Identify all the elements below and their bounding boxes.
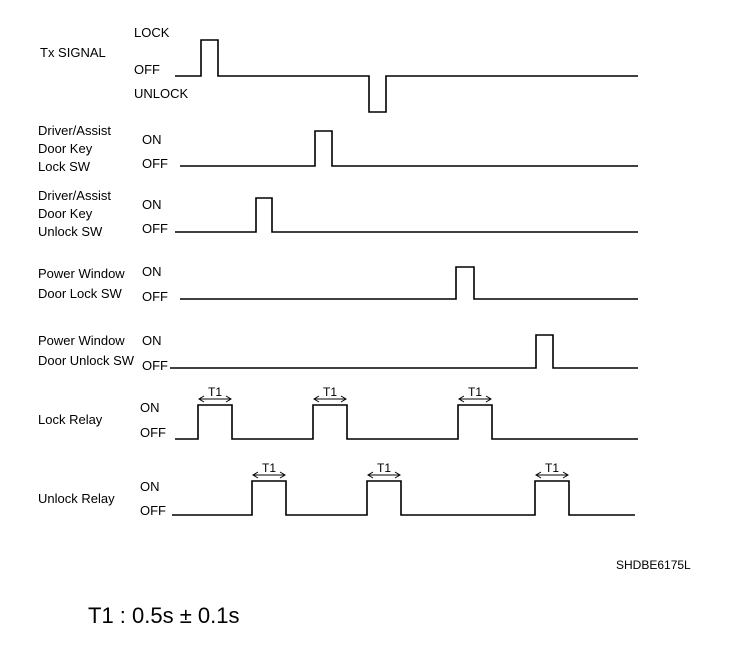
- state-label-high: ON: [142, 132, 162, 147]
- signal-label: Door Key: [38, 206, 93, 221]
- waveform: [172, 480, 635, 516]
- figure-code: SHDBE6175L: [616, 558, 691, 572]
- state-label-high: LOCK: [134, 25, 170, 40]
- signal-row: Unlock Relay ON OFF T1 T1 T1: [38, 461, 635, 518]
- state-label-high: ON: [142, 333, 162, 348]
- duration-label: T1: [468, 385, 482, 399]
- signal-label: Driver/Assist: [38, 188, 111, 203]
- waveform: [175, 404, 638, 440]
- duration-label: T1: [323, 385, 337, 399]
- duration-label: T1: [208, 385, 222, 399]
- duration-marker: T1: [198, 385, 232, 403]
- duration-label: T1: [262, 461, 276, 475]
- signal-label: Door Key: [38, 141, 93, 156]
- state-label-high: ON: [140, 479, 160, 494]
- waveform: [170, 334, 638, 369]
- waveform: [175, 197, 638, 233]
- signal-label: Unlock SW: [38, 224, 103, 239]
- duration-marker: T1: [535, 461, 569, 479]
- signal-label: Driver/Assist: [38, 123, 111, 138]
- state-label-base: OFF: [142, 289, 168, 304]
- state-label-high: ON: [140, 400, 160, 415]
- duration-label: T1: [545, 461, 559, 475]
- duration-marker: T1: [458, 385, 492, 403]
- waveform: [180, 266, 638, 300]
- signal-row: Lock Relay ON OFF T1 T1 T1: [38, 385, 638, 440]
- state-label-base: OFF: [134, 62, 160, 77]
- duration-marker: T1: [252, 461, 286, 479]
- signal-row: Tx SIGNAL LOCK OFF UNLOCK: [40, 25, 638, 113]
- signal-label: Door Lock SW: [38, 286, 123, 301]
- duration-label: T1: [377, 461, 391, 475]
- state-label-base: OFF: [140, 425, 166, 440]
- signal-label: Power Window: [38, 333, 125, 348]
- state-label-base: OFF: [140, 503, 166, 518]
- signal-label: Lock Relay: [38, 412, 103, 427]
- signal-label: Unlock Relay: [38, 491, 115, 506]
- state-label-base: OFF: [142, 156, 168, 171]
- state-label-base: OFF: [142, 221, 168, 236]
- duration-marker: T1: [367, 461, 401, 479]
- signal-label: Lock SW: [38, 159, 91, 174]
- timing-formula: T1 : 0.5s ± 0.1s: [88, 603, 239, 628]
- waveform: [175, 39, 638, 113]
- state-label-base: OFF: [142, 358, 168, 373]
- signal-label: Power Window: [38, 266, 125, 281]
- signal-label: Tx SIGNAL: [40, 45, 106, 60]
- state-label-high: ON: [142, 197, 162, 212]
- duration-marker: T1: [313, 385, 347, 403]
- state-label-low: UNLOCK: [134, 86, 189, 101]
- signal-label: Door Unlock SW: [38, 353, 135, 368]
- state-label-high: ON: [142, 264, 162, 279]
- waveform: [180, 130, 638, 167]
